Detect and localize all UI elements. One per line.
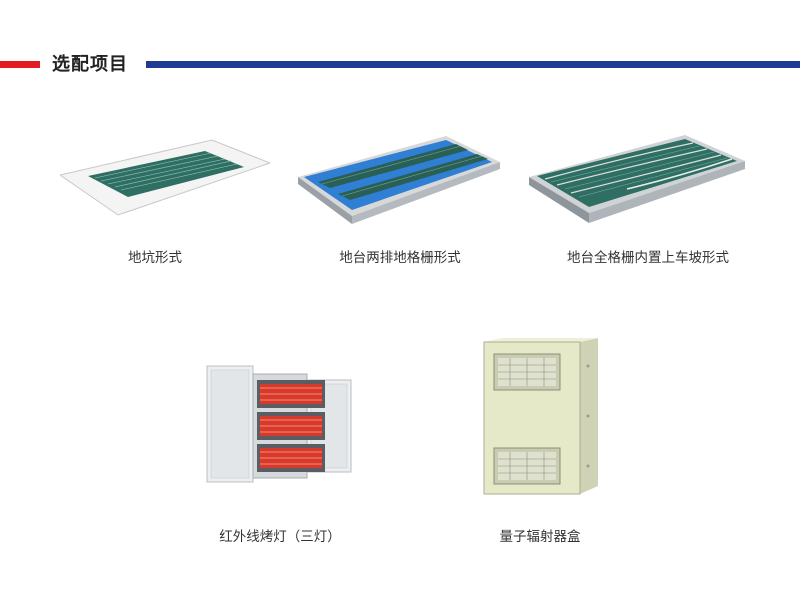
caption-platform-two-row-grate: 地台两排地格栅形式 (339, 250, 461, 266)
page-title: 选配项目 (52, 54, 128, 75)
quantum-radiator-image (483, 338, 598, 495)
platform-full-grate-image (529, 135, 745, 223)
infrared-lamp-image (206, 365, 352, 483)
option-infrared-lamp (205, 364, 355, 484)
option-platform-two-row-grate (296, 128, 502, 228)
option-quantum-radiator-box (480, 336, 605, 496)
platform-two-row-image (298, 136, 500, 224)
header-accent-blue (146, 61, 800, 68)
caption-quantum-radiator-box: 量子辐射器盒 (499, 529, 581, 545)
header-accent-red (0, 61, 40, 68)
option-platform-full-grate-ramp (527, 129, 747, 229)
pit-form-image (60, 139, 270, 216)
caption-platform-full-grate-ramp: 地台全格栅内置上车坡形式 (567, 250, 729, 266)
caption-infrared-lamp: 红外线烤灯（三灯） (219, 529, 341, 545)
section-header: 选配项目 (0, 52, 800, 78)
option-pit-form (60, 135, 270, 220)
caption-pit-form: 地坑形式 (128, 250, 182, 266)
